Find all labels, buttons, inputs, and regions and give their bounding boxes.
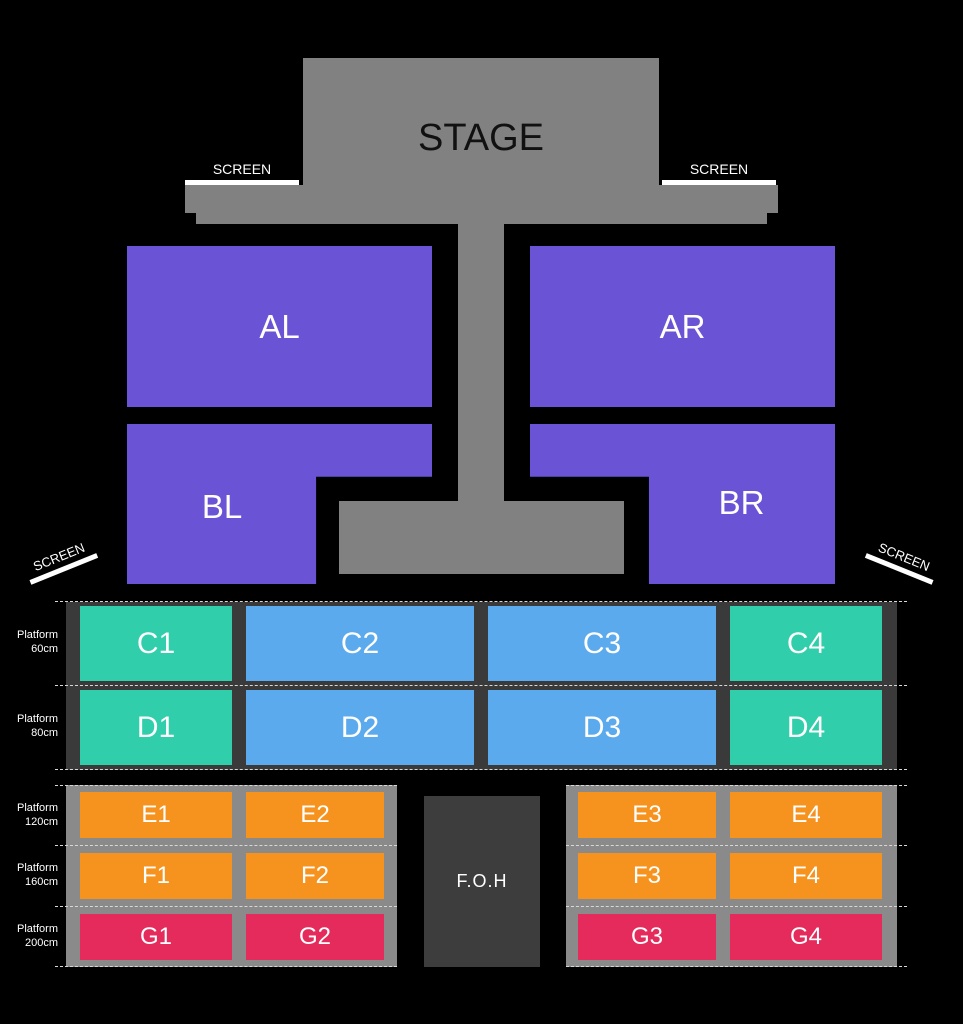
divider-e-f-right <box>566 845 907 846</box>
section-E1[interactable]: E1 <box>80 792 232 838</box>
foh-booth: F.O.H <box>424 796 540 967</box>
section-G1[interactable]: G1 <box>80 914 232 960</box>
section-D3[interactable]: D3 <box>488 690 716 765</box>
section-F4[interactable]: F4 <box>730 853 882 899</box>
platform-label-c: Platform 60cm <box>0 628 58 656</box>
section-F3[interactable]: F3 <box>578 853 716 899</box>
stage-wing-lower <box>196 210 767 224</box>
screen-top-left <box>185 180 299 185</box>
section-G4[interactable]: G4 <box>730 914 882 960</box>
platform-label-d: Platform 80cm <box>0 712 58 740</box>
platform-label-g-title: Platform <box>17 923 58 935</box>
screen-label-top-left: SCREEN <box>212 161 272 177</box>
section-E3[interactable]: E3 <box>578 792 716 838</box>
section-G3[interactable]: G3 <box>578 914 716 960</box>
section-AR[interactable]: AR <box>530 246 835 407</box>
divider-top-c <box>55 601 907 602</box>
section-F1[interactable]: F1 <box>80 853 232 899</box>
divider-c-d <box>55 685 907 686</box>
section-label-BR: BR <box>718 484 765 521</box>
platform-label-e-title: Platform <box>17 802 58 814</box>
divider-f-g-left <box>55 906 397 907</box>
platform-label-f: Platform 160cm <box>0 861 58 889</box>
platform-label-e-height: 120cm <box>24 816 58 828</box>
screen-label-top-right: SCREEN <box>689 161 749 177</box>
stage-label: STAGE <box>418 116 544 159</box>
divider-f-g-right <box>566 906 907 907</box>
section-C3[interactable]: C3 <box>488 606 716 681</box>
stage-main <box>303 58 659 198</box>
section-G2[interactable]: G2 <box>246 914 384 960</box>
section-D1[interactable]: D1 <box>80 690 232 765</box>
screen-side-left: SCREEN <box>21 533 100 591</box>
section-C1[interactable]: C1 <box>80 606 232 681</box>
stage-extension <box>339 501 624 574</box>
section-E4[interactable]: E4 <box>730 792 882 838</box>
divider-bottom-g-right <box>566 966 907 967</box>
section-D2[interactable]: D2 <box>246 690 474 765</box>
screen-top-right <box>662 180 776 185</box>
divider-top-e-left <box>55 785 397 786</box>
section-F2[interactable]: F2 <box>246 853 384 899</box>
section-C2[interactable]: C2 <box>246 606 474 681</box>
section-AL[interactable]: AL <box>127 246 432 407</box>
platform-label-d-height: 80cm <box>31 727 58 739</box>
section-label-BL: BL <box>201 488 243 525</box>
stage-runway <box>458 222 504 507</box>
platform-label-g: Platform 200cm <box>0 922 58 950</box>
section-C4[interactable]: C4 <box>730 606 882 681</box>
stage-wing <box>185 185 778 213</box>
divider-bottom-g-left <box>55 966 397 967</box>
section-E2[interactable]: E2 <box>246 792 384 838</box>
divider-e-f-left <box>55 845 397 846</box>
platform-label-d-title: Platform <box>17 713 58 725</box>
section-D4[interactable]: D4 <box>730 690 882 765</box>
platform-label-e: Platform 120cm <box>0 801 58 829</box>
screen-side-right: SCREEN <box>862 533 941 591</box>
divider-bottom-d <box>55 769 907 770</box>
platform-label-f-title: Platform <box>17 862 58 874</box>
platform-label-c-title: Platform <box>17 629 58 641</box>
foh-label: F.O.H <box>456 871 508 891</box>
divider-top-e-right <box>566 785 907 786</box>
platform-label-f-height: 160cm <box>24 876 58 888</box>
platform-label-c-height: 60cm <box>31 643 58 655</box>
platform-label-g-height: 200cm <box>24 937 58 949</box>
